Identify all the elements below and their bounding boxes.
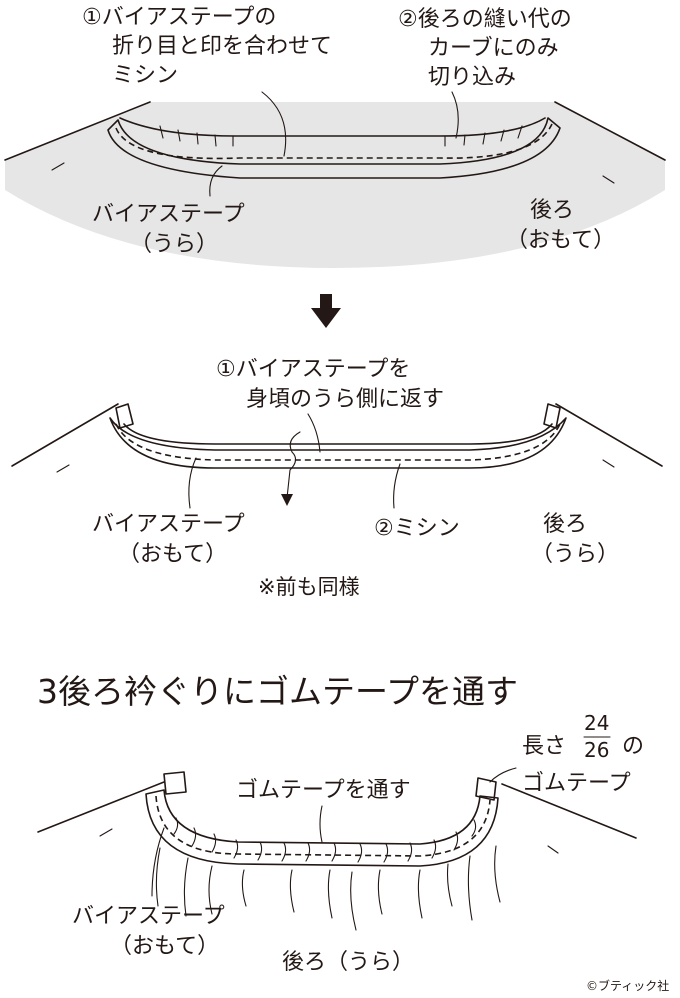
- step3-leader-thread: [319, 805, 323, 843]
- step2-label-back-line1: 後ろ: [543, 512, 587, 537]
- step1-label-cut-line2: カーブにのみ: [428, 36, 559, 61]
- step3-label-thread: ゴムテープを通す: [236, 778, 411, 803]
- down-arrow-icon: [311, 294, 341, 328]
- step1-grain-mark-left: [51, 162, 65, 171]
- step2-fold-left: [115, 403, 134, 429]
- step3-label-tape-line1: バイアステープ: [72, 904, 225, 929]
- step2-turn-arrow: [286, 431, 301, 499]
- step3-fraction-top: 24: [584, 711, 609, 735]
- step1-leader-tape: [209, 165, 223, 197]
- step3-elastic-channel: [145, 789, 499, 867]
- step3-label-elastic: ゴムテープ: [522, 771, 631, 796]
- step3-grain-mark-right: [547, 845, 559, 854]
- step2-stitch-line: [115, 423, 561, 461]
- step3-gather-marks: [173, 817, 477, 863]
- step3-tape-end-left: [163, 771, 187, 795]
- step3-diagram: 3後ろ衿ぐりにゴムテープを通す: [37, 672, 644, 975]
- step2-leader-turn: [307, 413, 321, 453]
- step1-shoulder-right: [554, 101, 666, 161]
- step2-note: ※前も同様: [258, 575, 360, 599]
- step1-leader-sew: [261, 91, 287, 157]
- step1-label-sew-line2: 折り目と印を合わせて: [112, 34, 332, 59]
- step2-bias-tape: [109, 417, 567, 469]
- step2-grain-mark-right: [602, 459, 615, 468]
- step3-body-gathers: [155, 845, 501, 931]
- step1-label-tape-line1: バイアステープ: [92, 202, 245, 227]
- step1-bodice-shade: [5, 102, 665, 268]
- step1-label-sew-line1: ①バイアステープの: [82, 5, 276, 30]
- step2-diagram: ①バイアステープを 身頃のうら側に返す バイアステープ （おもて） ②ミシン 後…: [11, 357, 663, 599]
- step2-grain-mark-left: [56, 464, 70, 473]
- step1-grain-mark-right: [602, 175, 615, 184]
- step3-shoulder-right: [501, 783, 637, 839]
- step2-label-turn-line2: 身頃のうら側に返す: [246, 387, 444, 412]
- step2-turn-arrowhead: [281, 494, 293, 506]
- step1-diagram: ①バイアステープの 折り目と印を合わせて ミシン ②後ろの縫い代の カーブにのみ…: [4, 5, 666, 268]
- step3-length-suffix: の: [622, 734, 644, 759]
- step2-shoulder-right: [555, 403, 663, 467]
- step2-label-back-line2: （うら）: [531, 542, 619, 567]
- step1-stitch-line: [115, 123, 553, 160]
- step3-tape-end-right: [475, 777, 497, 801]
- step2-label-tape-line1: バイアステープ: [92, 512, 245, 537]
- step3-shoulder-left: [37, 781, 165, 833]
- step1-clip-marks: [159, 125, 523, 147]
- step1-label-tape-line2: （うら）: [130, 232, 218, 257]
- step3-label-tape-line2: （おもて）: [110, 934, 219, 959]
- step1-bias-tape: [107, 117, 561, 179]
- step2-label-stitch: ②ミシン: [374, 516, 460, 541]
- step3-leader-elastic: [489, 767, 517, 783]
- step1-leader-cut: [451, 91, 459, 139]
- step3-stitch-line: [155, 795, 491, 857]
- step2-shoulder-left: [11, 403, 119, 467]
- step1-label-back-line1: 後ろ: [530, 198, 574, 223]
- step2-leader-stitch: [393, 463, 401, 509]
- step3-grain-mark-left: [99, 828, 113, 837]
- step1-label-sew-line3: ミシン: [112, 63, 178, 88]
- step1-label-back-line2: （おもて）: [506, 228, 615, 253]
- step3-length-prefix: 長さ: [522, 734, 566, 759]
- step1-label-cut-line1: ②後ろの縫い代の: [398, 7, 572, 32]
- step3-label-back: 後ろ（うら）: [282, 950, 414, 975]
- step1-shoulder-left: [4, 101, 151, 161]
- credit: ©ブティック社: [586, 978, 669, 993]
- step2-label-tape-line2: （おもて）: [118, 542, 227, 567]
- step3-fraction-bottom: 26: [584, 738, 609, 762]
- step1-label-cut-line3: 切り込み: [428, 65, 516, 90]
- step2-neck-edge: [123, 423, 553, 445]
- step2-leader-tape: [188, 457, 197, 509]
- step2-label-turn-line1: ①バイアステープを: [216, 357, 410, 382]
- step3-heading: 3後ろ衿ぐりにゴムテープを通す: [37, 672, 518, 711]
- step3-leader-tape: [151, 827, 165, 897]
